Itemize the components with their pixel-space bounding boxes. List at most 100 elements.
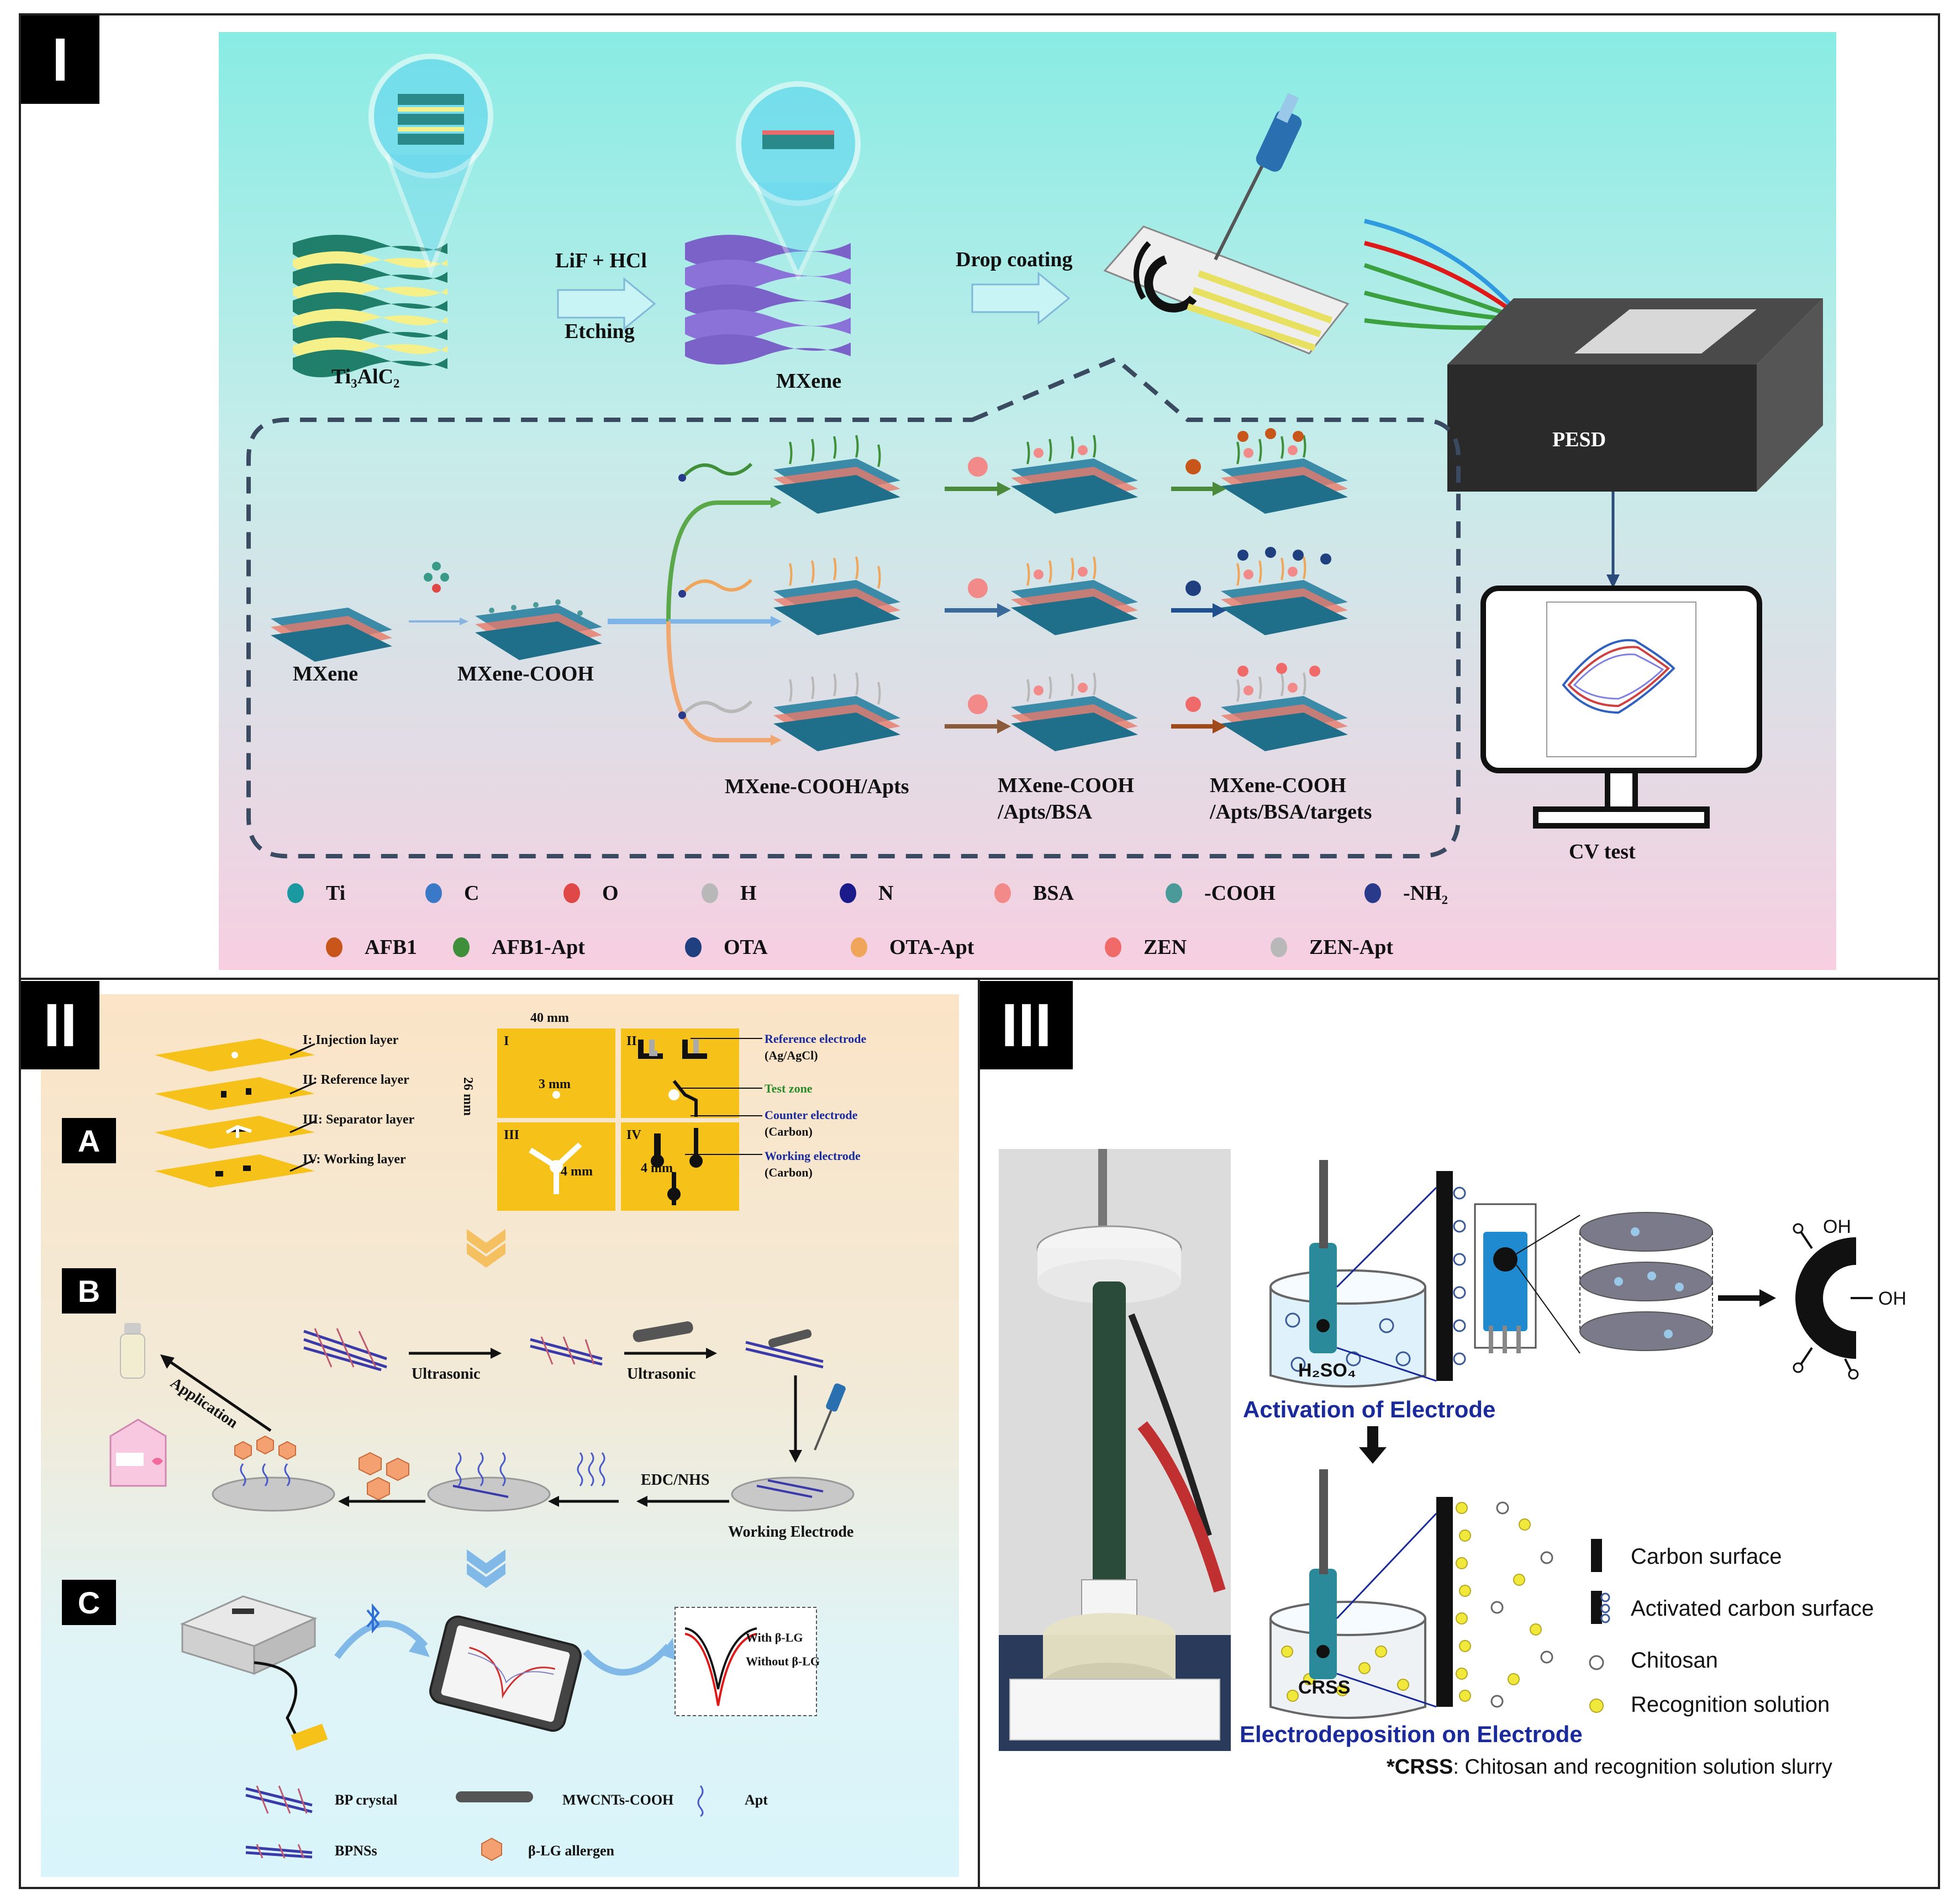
chevron-down-icon-b (467, 1549, 505, 1588)
legend-i-row2-label: AFB1 (365, 936, 417, 959)
legend-carbon-surface-icon (1591, 1539, 1602, 1572)
label-oh-mid: OH (1878, 1288, 1906, 1309)
working-electrode-disk (731, 1476, 855, 1512)
legend-recognition-icon (1589, 1699, 1604, 1713)
label-ti3alc2: Ti₃AlC₂ (331, 365, 400, 388)
legend-i-row1-swatch-icon (840, 883, 856, 903)
legend-i-row1-item: H (702, 879, 840, 907)
cv-monitor (1480, 586, 1762, 829)
legend-i-row1-swatch-icon (1364, 883, 1381, 903)
legend-i-row2-swatch-icon (1271, 937, 1287, 957)
label-etching: Etching (565, 320, 635, 343)
label-26mm: 26 mm (461, 1077, 475, 1116)
legend-recognition: Recognition solution (1631, 1692, 1830, 1717)
legend-bp-crystal: BP crystal (335, 1792, 398, 1808)
label-cv-test: CV test (1569, 840, 1636, 863)
label-mxene: MXene (293, 662, 359, 685)
label-working-electrode: Working electrode (765, 1149, 861, 1163)
footnote-bold: *CRSS (1387, 1755, 1453, 1779)
arrow-to-cooh (409, 618, 468, 625)
legend-i-row1-item: -COOH (1166, 879, 1364, 907)
section-a-tag: A (62, 1118, 116, 1163)
etching-arrow (557, 277, 656, 331)
legend-i-row1-label: C (464, 882, 479, 905)
footnote-rest: : Chitosan and recognition solution slur… (1453, 1755, 1832, 1779)
arrow-to-functional-groups (1718, 1289, 1776, 1307)
label-ultrasonic-2: Ultrasonic (627, 1365, 696, 1383)
label-counter-electrode-sub: (Carbon) (765, 1125, 813, 1138)
arrow-ultrasonic-1 (409, 1348, 502, 1359)
section-b-tag: B (62, 1268, 116, 1314)
drop-coating-arrow (971, 271, 1071, 325)
legend-mwcnt: MWCNTs-COOH (562, 1792, 674, 1808)
pipette-icon-b (814, 1383, 846, 1451)
legend-i-row1-label: O (602, 882, 619, 905)
electrode-callout-lines (679, 1038, 762, 1155)
legend-i-row2-item: OTA-Apt (851, 933, 1105, 961)
legend-i-row2-item: AFB1-Apt (453, 933, 685, 961)
legend-i-row1-item: -NH₂ (1364, 879, 1503, 907)
label-ultrasonic-1: Ultrasonic (412, 1365, 481, 1383)
label-4mm-iv: 4 mm (641, 1161, 673, 1175)
title-electrodeposition-on-electrode: Electrodeposition on Electrode (1240, 1721, 1583, 1747)
legend-i-row2-label: AFB1-Apt (492, 936, 585, 959)
label-separator-layer: III: Separator layer (303, 1112, 415, 1127)
label-edc-nhs: EDC/NHS (641, 1471, 710, 1489)
arrow-down-to-working (789, 1375, 802, 1463)
section-c-tag: C (62, 1580, 116, 1625)
pipette-icon (1214, 93, 1302, 261)
legend-i-row1-item: N (840, 879, 994, 907)
arrow-to-final-electrode (338, 1496, 425, 1507)
legend-i-row1-swatch-icon (702, 883, 718, 903)
legend-chitosan: Chitosan (1631, 1648, 1718, 1673)
legend-mwcnt-icon (456, 1791, 533, 1802)
legend-i-row1-item: Ti (287, 879, 425, 907)
label-4mm-iii: 4 mm (561, 1164, 593, 1179)
carbon-functional-groups (1793, 1223, 1873, 1380)
apt-modified-electrode (427, 1452, 551, 1512)
legend-i-row1-label: -NH₂ (1403, 882, 1448, 905)
chevron-down-icon-a (467, 1229, 505, 1268)
label-oh-top: OH (1823, 1216, 1851, 1237)
legend-bpns: BPNSs (335, 1843, 377, 1859)
legend-i-row1-swatch-icon (994, 883, 1011, 903)
legend-i-row2-swatch-icon (851, 937, 867, 957)
label-working-layer: IV: Working layer (303, 1152, 406, 1167)
legend-activated-carbon: Activated carbon surface (1631, 1596, 1874, 1621)
label-apts-bsa-line2: /Apts/BSA (998, 800, 1093, 824)
stage-flakes (773, 428, 1348, 751)
legend-i-row1-swatch-icon (1166, 883, 1182, 903)
zoom-bubble-ti3alc2 (368, 54, 493, 277)
mxene-slab (685, 235, 851, 365)
legend-i-row2-label: ZEN-Apt (1309, 936, 1394, 959)
legend-apt-icon (697, 1785, 704, 1817)
mwcnt-tube (633, 1321, 693, 1342)
apt-icons (678, 462, 753, 719)
layer-pointer-arrows (289, 1043, 315, 1172)
mxene-cooh-flake (475, 599, 602, 660)
application-arrow (160, 1354, 272, 1432)
legend-carbon-surface: Carbon surface (1631, 1544, 1782, 1569)
curve-arc-arrow (583, 1638, 675, 1676)
legend-chitosan-icon (1589, 1655, 1604, 1670)
activation-beaker (1269, 1160, 1466, 1388)
label-mxene-top: MXene (776, 370, 842, 393)
legend-i-row1-swatch-icon (425, 883, 442, 903)
label-quadrant-iii: III (504, 1128, 520, 1142)
legend-blg: β-LG allergen (528, 1843, 614, 1859)
label-working-electrode-b: Working Electrode (728, 1523, 854, 1541)
label-apts-bsa-line1: MXene-COOH (998, 774, 1134, 797)
label-with-blg: With β-LG (746, 1631, 803, 1644)
legend-i-row1-item: BSA (994, 879, 1166, 907)
bpns-flake (530, 1336, 603, 1366)
zoom-bubble-mxene (736, 81, 861, 282)
screen-printed-electrode (1103, 225, 1350, 355)
stage-arrows (945, 457, 1226, 734)
label-3mm: 3 mm (539, 1077, 571, 1091)
label-mxene-cooh: MXene-COOH (457, 662, 594, 685)
smartphone-icon (429, 1615, 582, 1732)
panel-ii-tag: II (21, 981, 99, 1069)
pesd-to-monitor-arrow (1606, 492, 1620, 588)
legend-i-row2-label: OTA-Apt (889, 936, 974, 959)
